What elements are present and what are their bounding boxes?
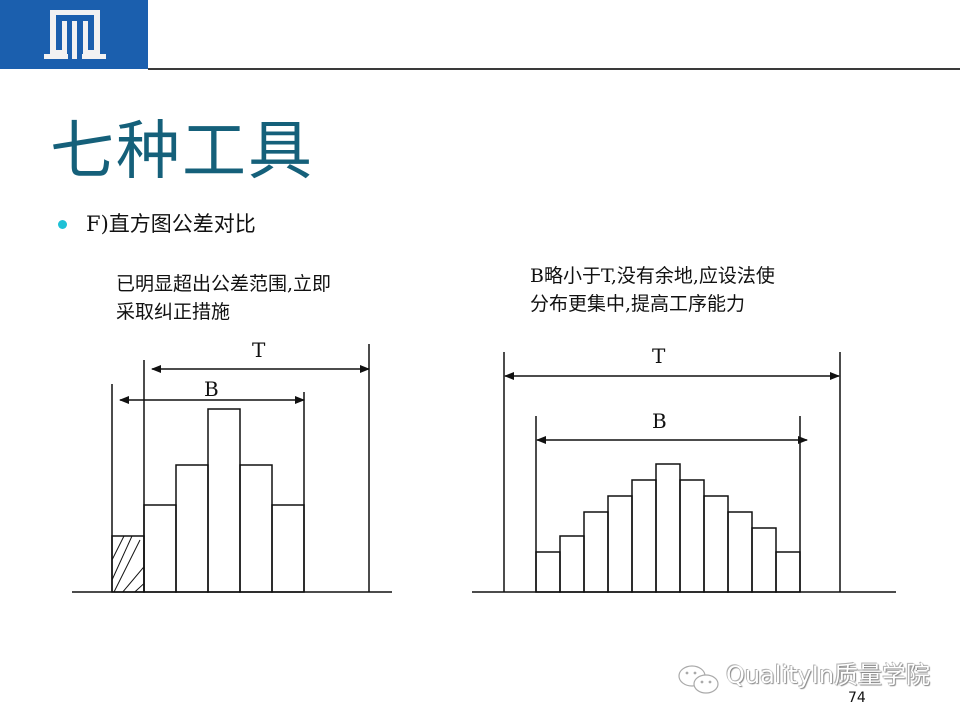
right-bar	[655, 463, 681, 593]
right-bar	[775, 551, 801, 593]
left-histogram	[72, 344, 392, 593]
left-bar	[175, 464, 209, 593]
right-bar	[679, 479, 705, 593]
right-bar	[559, 535, 585, 593]
right-bar	[631, 479, 657, 593]
left-bar	[143, 504, 177, 593]
left-bar	[239, 464, 273, 593]
logo-banner	[0, 0, 148, 69]
right-bar	[535, 551, 561, 593]
right-bar	[607, 495, 633, 593]
bullet-text: F)直方图公差对比	[86, 212, 256, 236]
watermark-text: QualityIn质量学院	[726, 661, 931, 689]
slide-title: 七种工具	[50, 115, 314, 189]
bullet-dot-icon	[58, 220, 67, 229]
right-chart-note: B略小于T,没有余地,应设法使 分布更集中,提高工序能力	[530, 265, 775, 315]
wechat-icon	[678, 665, 719, 694]
left-b-label: B	[204, 377, 219, 401]
left-bar	[207, 408, 241, 593]
right-bar	[727, 511, 753, 593]
left-bar	[271, 504, 305, 593]
right-histogram	[472, 352, 896, 593]
left-chart-note: 已明显超出公差范围,立即 采取纠正措施	[116, 273, 332, 323]
right-bar	[583, 511, 609, 593]
right-t-label: T	[652, 344, 666, 368]
page-number: 74	[848, 690, 866, 706]
right-bar	[751, 527, 777, 593]
institution-pillars-icon	[44, 10, 106, 59]
right-bar	[703, 495, 729, 593]
header-divider	[148, 68, 960, 70]
right-b-label: B	[652, 409, 667, 433]
left-t-label: T	[252, 338, 266, 362]
